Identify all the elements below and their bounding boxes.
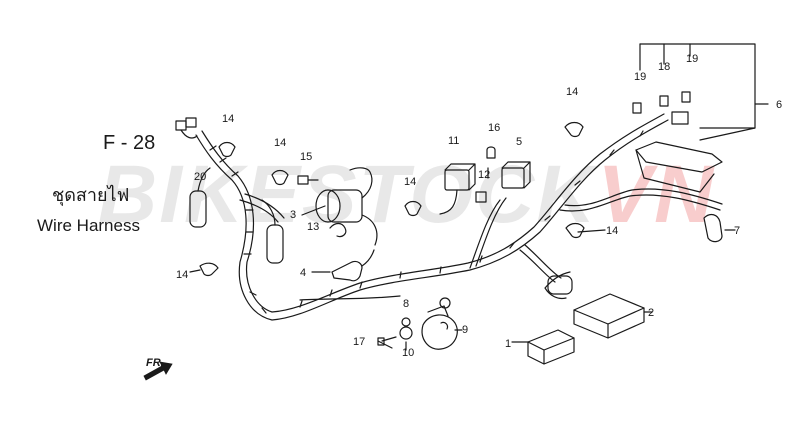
part-number-label: 5 (516, 136, 522, 148)
part-number-label: 18 (658, 61, 670, 73)
figure-title-english: Wire Harness (37, 216, 140, 235)
part-number-labels: 1234567891011121314141414141415161718191… (176, 53, 782, 359)
front-direction-label: FR. (146, 357, 164, 369)
part-number-label: 14 (222, 113, 234, 125)
part-number-label: 14 (176, 269, 188, 281)
front-arrow-icon (143, 361, 173, 381)
part-number-label: 15 (300, 151, 312, 163)
part-number-label: 14 (606, 225, 618, 237)
part-number-label: 13 (307, 221, 319, 233)
part-number-label: 19 (686, 53, 698, 65)
part-number-label: 20 (194, 171, 206, 183)
part-number-label: 8 (403, 298, 409, 310)
figure-code: F - 28 (103, 132, 156, 154)
part-number-label: 4 (300, 267, 306, 279)
part-number-label: 1 (505, 338, 511, 350)
part-number-label: 17 (353, 336, 365, 348)
part-number-label: 2 (648, 307, 654, 319)
part-number-label: 9 (462, 324, 468, 336)
part-number-label: 10 (402, 347, 414, 359)
part-number-label: 14 (404, 176, 416, 188)
part-number-label: 14 (566, 86, 578, 98)
part-number-label: 7 (734, 225, 740, 237)
part-number-label: 11 (448, 135, 459, 147)
figure-title-thai: ชุดสายไฟ (52, 185, 130, 206)
part-number-label: 12 (478, 169, 490, 181)
part-number-label: 3 (290, 209, 296, 221)
part-number-label: 6 (776, 99, 782, 111)
part-number-label: 19 (634, 71, 646, 83)
main-harness (195, 113, 723, 321)
part-number-label: 14 (274, 137, 286, 149)
part-number-label: 16 (488, 122, 500, 134)
